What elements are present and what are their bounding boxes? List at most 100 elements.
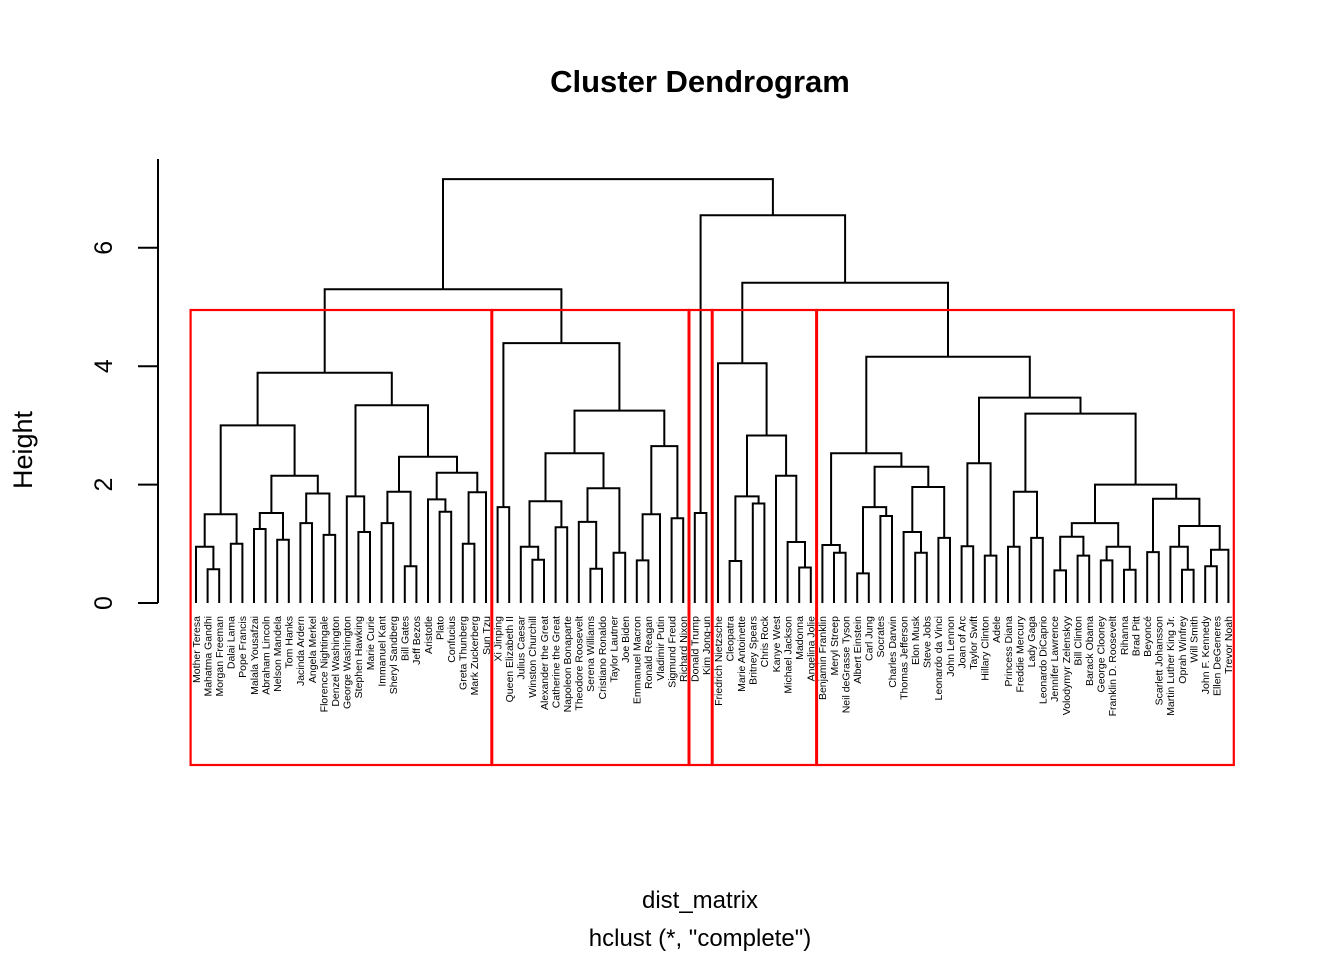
leaf-label: Leonardo da Vinci	[933, 616, 945, 700]
dendrogram-link	[1070, 522, 1120, 547]
leaf-label: Britney Spears	[748, 616, 760, 685]
dendrogram-link	[1123, 568, 1137, 603]
dendrogram-link	[357, 531, 371, 603]
dendrogram-link	[256, 371, 393, 426]
y-axis-tick-label: 6	[90, 241, 118, 255]
dendrogram-link	[206, 568, 221, 603]
leaf-label: Cristiano Ronaldo	[597, 616, 609, 700]
leaf-label: Confucius	[446, 616, 458, 663]
leaf-label: Emmanuel Macron	[632, 616, 644, 704]
leaf-label: Richard Nixon	[678, 616, 690, 682]
dendrogram-link	[978, 396, 1082, 464]
dendrogram-link	[1146, 551, 1160, 603]
dendrogram-link	[1181, 568, 1195, 603]
leaf-label: Vladimir Putin	[655, 616, 667, 681]
leaf-label: Kanye West	[771, 616, 783, 672]
dendrogram-link	[203, 513, 238, 547]
leaf-label: Jennifer Lawrence	[1049, 616, 1061, 702]
leaf-label: Dalai Lama	[226, 616, 238, 669]
leaf-label: Oprah Winfrey	[1177, 615, 1189, 683]
leaf-label: Brad Pitt	[1130, 616, 1142, 656]
dendrogram-link	[586, 487, 621, 553]
leaf-label: Freddie Mercury	[1014, 615, 1026, 692]
dendrogram-link	[502, 342, 621, 508]
dendrogram-link	[528, 500, 563, 547]
dendrogram-link	[467, 491, 487, 603]
dendrogram-link	[531, 558, 545, 603]
leaf-label: Marie Curie	[365, 616, 377, 670]
dendrogram-link	[786, 541, 806, 603]
dendrogram-link	[734, 495, 760, 561]
dendrogram-link	[862, 506, 888, 574]
cluster-box	[815, 308, 1235, 767]
leaf-label: Malala Yousafzai	[249, 616, 261, 695]
dendrogram-link	[879, 515, 893, 603]
y-axis-tick-label: 0	[90, 596, 118, 610]
dendrogram-link	[461, 542, 476, 603]
leaf-label: Tom Hanks	[284, 616, 296, 669]
leaf-label: Barack Obama	[1084, 616, 1096, 686]
dendrogram-link	[865, 355, 1031, 454]
leaf-label: Bill Clinton	[1072, 616, 1084, 666]
chart-title: Cluster Dendrogram	[550, 64, 850, 99]
leaf-label: Pope Francis	[237, 616, 249, 678]
dendrogram-link	[1210, 548, 1230, 603]
leaf-label: Queen Elizabeth II	[504, 616, 516, 702]
dendrogram-link	[345, 495, 366, 603]
leaf-label: George Clooney	[1096, 615, 1108, 692]
leaf-label: Catherine the Great	[550, 616, 562, 708]
dendrogram-link	[983, 554, 998, 603]
dendrogram-link	[1076, 554, 1091, 603]
leaf-label: Socrates	[875, 616, 887, 657]
leaf-label: Winston Churchill	[527, 616, 539, 698]
leaf-label: Angela Merkel	[307, 616, 319, 683]
leaf-label: Sun Tzu	[481, 616, 493, 655]
dendrogram-link	[519, 545, 540, 603]
y-axis-title: Height	[8, 410, 38, 489]
leaf-label: Thomas Jefferson	[898, 616, 910, 700]
dendrogram-link	[650, 445, 679, 519]
leaf-label: Jacinda Ardern	[295, 616, 307, 686]
dendrogram-link	[641, 513, 661, 603]
leaf-label: Donald Trump	[690, 616, 702, 682]
leaf-label: Taylor Lautner	[608, 616, 620, 683]
dendrogram-link	[276, 538, 290, 603]
dendrogram-link	[741, 281, 949, 364]
dendrogram-link	[496, 506, 511, 603]
dendrogram-link	[386, 490, 412, 567]
dendrogram-link	[717, 362, 768, 603]
dendrogram-link	[635, 559, 650, 603]
dendrogram-link	[323, 288, 563, 373]
dendrogram-link	[589, 567, 603, 603]
leaf-label: Mahatma Gandhi	[202, 616, 214, 697]
dendrogram-link	[902, 531, 922, 603]
leaf-label: Leonardo DiCaprio	[1038, 616, 1050, 704]
dendrogram-link	[612, 551, 627, 603]
dendrogram-link	[1099, 559, 1114, 603]
leaf-label: Morgan Freeman	[214, 616, 226, 697]
leaf-label: Alexander the Great	[539, 616, 551, 710]
leaf-label: Cleopatra	[724, 616, 736, 662]
dendrogram-link	[1094, 483, 1178, 524]
leaf-label: Martin Luther King Jr.	[1165, 616, 1177, 716]
leaf-label: Kim Jong-un	[701, 616, 713, 675]
dendrogram-link	[1030, 536, 1044, 603]
dendrogram-link	[914, 551, 928, 603]
caption-line2: hclust (*, "complete")	[589, 925, 811, 952]
leaf-label: Nelson Mandela	[272, 616, 284, 692]
dendrogram-link	[219, 424, 296, 515]
dendrogram-link	[427, 498, 447, 603]
leaf-label: Mark Zuckerberg	[469, 616, 481, 696]
leaf-label: Mother Teresa	[191, 616, 203, 683]
leaf-label: Madonna	[794, 616, 806, 660]
leaf-label: Lady Gaga	[1026, 616, 1038, 668]
dendrogram-link	[1105, 545, 1131, 570]
leaf-label: Charles Darwin	[887, 616, 899, 688]
dendrogram-link	[322, 533, 337, 603]
leaf-label: Denzel Washington	[330, 616, 342, 707]
dendrogram-link	[1169, 545, 1189, 603]
leaf-label: Serena Williams	[585, 616, 597, 692]
leaf-label: Joe Biden	[620, 616, 632, 663]
leaf-label: Elon Musk	[910, 615, 922, 665]
